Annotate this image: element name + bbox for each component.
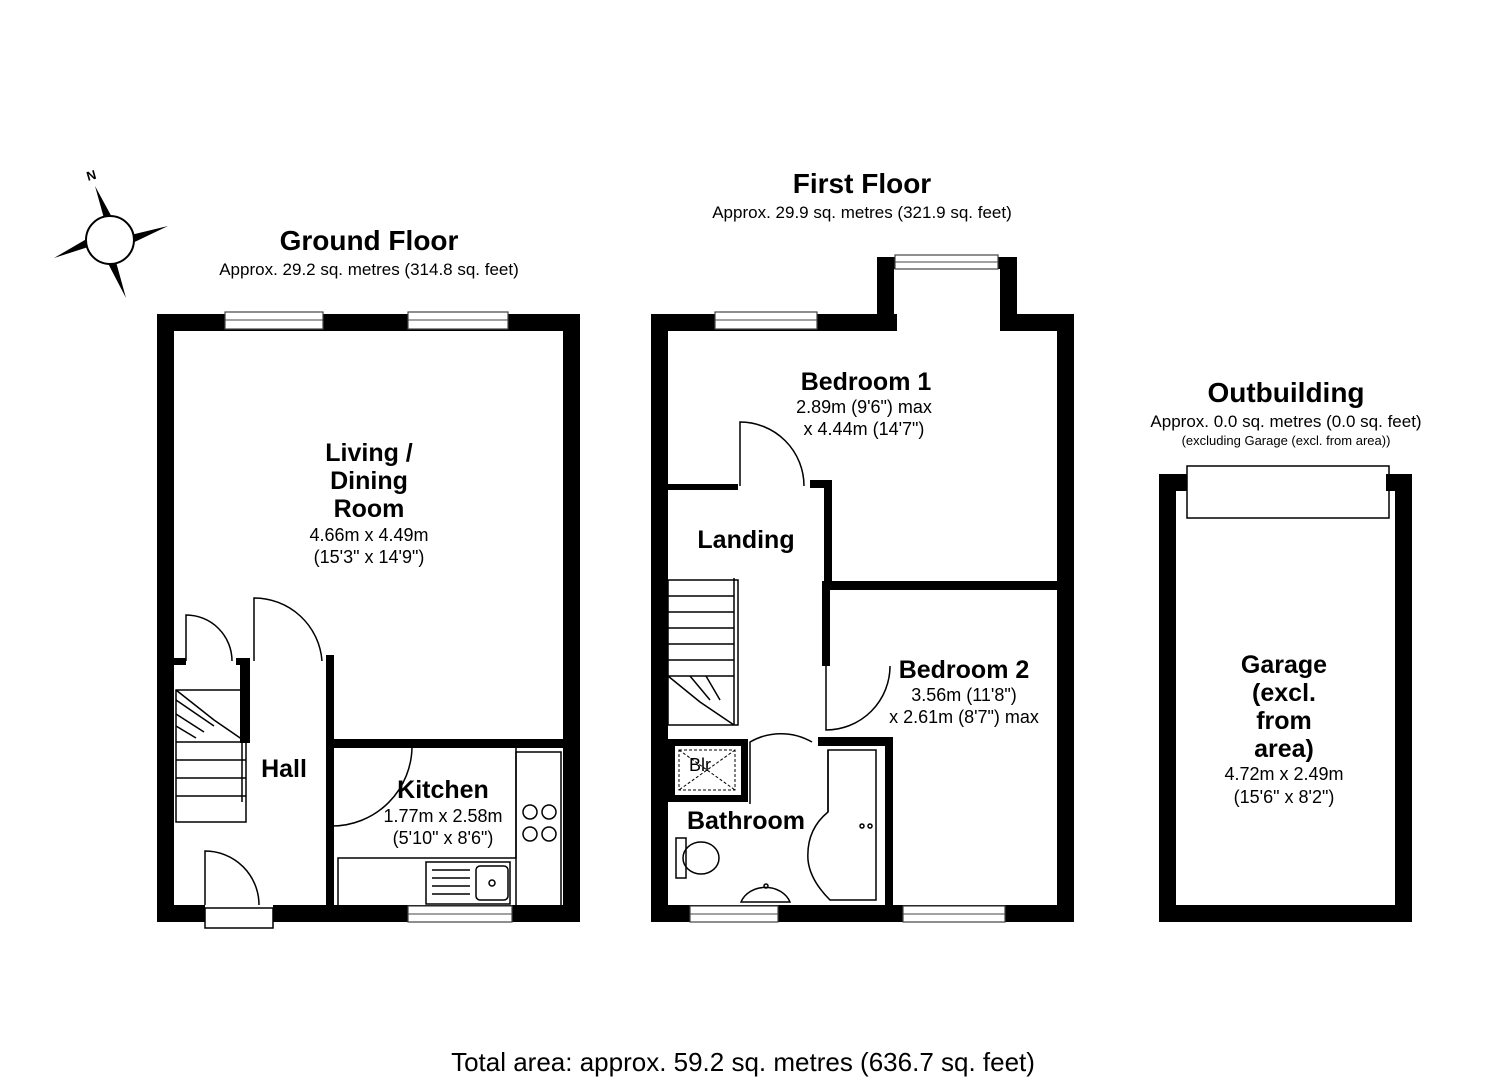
living-room-dim-metric: 4.66m x 4.49m — [309, 525, 428, 545]
ground-stairs — [175, 689, 247, 823]
bedroom2-name: Bedroom 2 — [899, 656, 1030, 684]
outbuilding-area: Approx. 0.0 sq. metres (0.0 sq. feet) — [1150, 412, 1421, 431]
garage-name-line4: area) — [1254, 735, 1314, 763]
bedroom1-dim-2: x 4.44m (14'7") — [804, 419, 925, 439]
living-room-dim-imperial: (15'3" x 14'9") — [314, 547, 425, 567]
outbuilding-plan: Outbuilding Approx. 0.0 sq. metres (0.0 … — [1150, 377, 1422, 922]
ground-floor-area: Approx. 29.2 sq. metres (314.8 sq. feet) — [219, 260, 519, 279]
outbuilding-note: (excluding Garage (excl. from area)) — [1182, 433, 1391, 448]
garage-dim-metric: 4.72m x 2.49m — [1224, 764, 1343, 784]
garage-name-line1: Garage — [1241, 651, 1327, 679]
hall-name: Hall — [261, 755, 307, 783]
landing-name: Landing — [697, 526, 794, 554]
kitchen-dim-imperial: (5'10" x 8'6") — [393, 828, 494, 848]
garage-dim-imperial: (15'6" x 8'2") — [1234, 787, 1335, 807]
kitchen-name: Kitchen — [397, 776, 489, 804]
boiler-cupboard — [678, 749, 736, 791]
kitchen-fittings — [337, 748, 562, 907]
bathroom-name: Bathroom — [687, 807, 805, 835]
kitchen-dim-metric: 1.77m x 2.58m — [383, 806, 502, 826]
ground-floor-title: Ground Floor — [280, 225, 459, 256]
first-floor-title: First Floor — [793, 168, 932, 199]
bedroom1-dim-1: 2.89m (9'6") max — [796, 397, 932, 417]
bathroom-fittings — [675, 749, 877, 903]
bedroom1-name: Bedroom 1 — [801, 368, 932, 396]
total-area: Total area: approx. 59.2 sq. metres (636… — [451, 1047, 1035, 1077]
ground-floor-plan: Ground Floor Approx. 29.2 sq. metres (31… — [157, 225, 580, 929]
bedroom2-dim-1: 3.56m (11'8") — [911, 685, 1017, 705]
first-floor-area: Approx. 29.9 sq. metres (321.9 sq. feet) — [712, 203, 1012, 222]
bedroom2-dim-2: x 2.61m (8'7") max — [889, 707, 1039, 727]
compass-north-label: N — [85, 167, 98, 184]
living-room-name-line1: Living / — [325, 439, 413, 467]
boiler-label: Blr — [689, 755, 711, 775]
living-room-name-line2: Dining — [330, 467, 408, 495]
living-room-name-line3: Room — [334, 495, 405, 523]
first-floor-plan: First Floor Approx. 29.9 sq. metres (321… — [651, 168, 1074, 923]
garage-name-line2: (excl. — [1252, 679, 1316, 707]
outbuilding-title: Outbuilding — [1207, 377, 1364, 408]
first-floor-stairs — [667, 578, 739, 726]
garage-name-line3: from — [1256, 707, 1312, 735]
compass-icon: N — [54, 167, 168, 298]
